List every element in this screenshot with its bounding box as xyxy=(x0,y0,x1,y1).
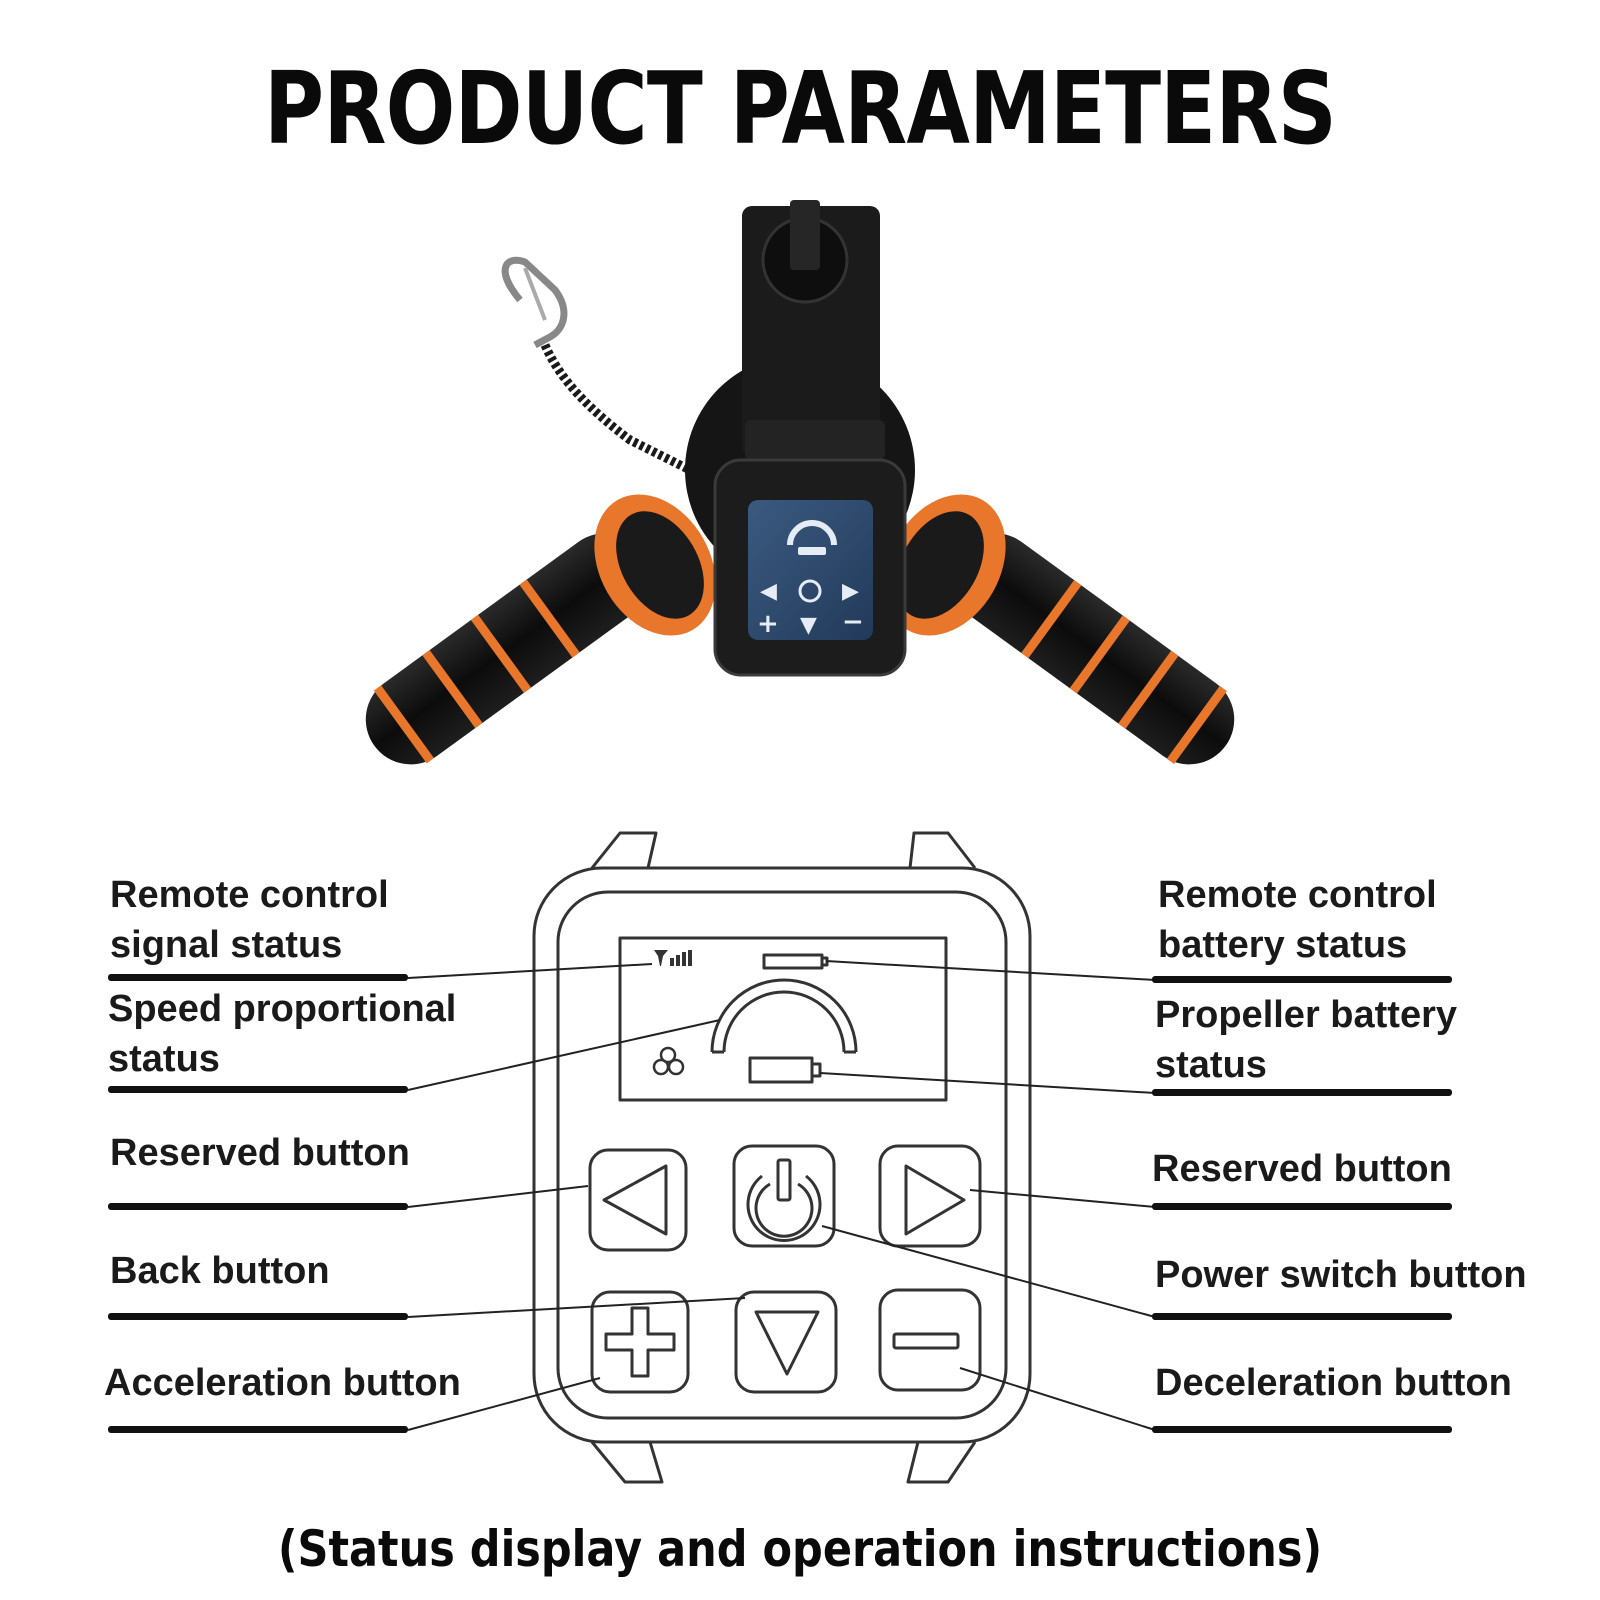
label-reserved-right: Reserved button xyxy=(1152,1148,1452,1190)
down-arrow-button xyxy=(734,1290,838,1394)
battery-icon xyxy=(748,1056,814,1084)
right-arrow-button xyxy=(878,1144,982,1248)
lanyard xyxy=(540,343,693,475)
down-arrow-icon xyxy=(754,1310,820,1376)
divider xyxy=(108,974,408,981)
bottom-right-lug xyxy=(906,1441,977,1484)
power-button xyxy=(732,1144,836,1248)
divider xyxy=(108,1086,408,1093)
remote-outer-body xyxy=(532,866,1032,1444)
divider xyxy=(1152,1089,1452,1096)
svg-text:+: + xyxy=(757,609,779,639)
power-icon xyxy=(746,1158,822,1242)
diagram-screen xyxy=(618,936,948,1102)
battery-icon xyxy=(762,953,824,970)
label-power-switch: Power switch button xyxy=(1155,1254,1527,1296)
divider xyxy=(1152,976,1452,983)
label-reserved-left: Reserved button xyxy=(110,1132,410,1174)
divider xyxy=(1152,1426,1452,1433)
divider xyxy=(1152,1203,1452,1210)
top-right-lug xyxy=(908,831,977,869)
label-deceleration-button: Deceleration button xyxy=(1155,1362,1512,1404)
divider xyxy=(1152,1313,1452,1320)
plus-icon xyxy=(604,1306,676,1378)
right-grip xyxy=(950,533,1235,765)
plus-button xyxy=(590,1290,690,1394)
page-subtitle: (Status display and operation instructio… xyxy=(277,1520,1323,1578)
right-arrow-icon xyxy=(904,1164,966,1236)
remote-screen xyxy=(748,500,873,640)
carabiner-icon xyxy=(501,256,568,349)
left-arrow-icon xyxy=(602,1164,668,1236)
signal-icon xyxy=(654,950,692,966)
propeller-icon xyxy=(652,1046,685,1076)
bottom-left-lug xyxy=(590,1441,664,1484)
label-back-button: Back button xyxy=(110,1250,330,1292)
left-arrow-button xyxy=(588,1148,688,1252)
product-photo: ◀ ▶ + ▼ − xyxy=(365,200,1235,765)
divider xyxy=(108,1203,408,1210)
svg-text:◀: ◀ xyxy=(760,579,777,604)
divider xyxy=(108,1426,408,1433)
label-acceleration-button: Acceleration button xyxy=(104,1362,461,1404)
svg-text:−: − xyxy=(842,607,864,637)
top-left-lug xyxy=(590,831,658,869)
left-grip xyxy=(365,533,650,765)
svg-text:▶: ▶ xyxy=(842,579,859,604)
divider xyxy=(108,1313,408,1320)
svg-text:▼: ▼ xyxy=(800,613,817,638)
page-title: PRODUCT PARAMETERS xyxy=(264,50,1337,167)
minus-button xyxy=(878,1288,982,1392)
remote-inner-body xyxy=(556,890,1008,1420)
minus-icon xyxy=(892,1332,960,1350)
